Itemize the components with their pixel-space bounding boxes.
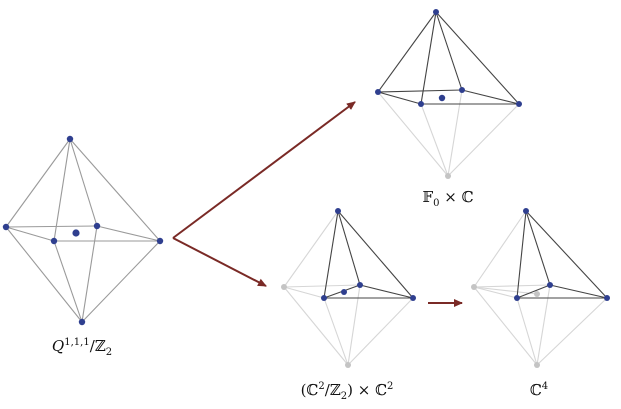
c4-dark-edges — [516, 210, 608, 299]
label-c4: ℂ4 — [529, 381, 549, 399]
c2z2-vertex — [410, 295, 416, 301]
octahedron-interior-point — [72, 229, 80, 237]
octahedron-vertices — [2, 135, 164, 326]
label-octahedron: Q1,1,1/ℤ2 — [51, 337, 113, 358]
c2z2-removed-vertex — [281, 284, 287, 290]
f0c-interior-point — [438, 94, 446, 102]
c4-removed-vertex — [471, 284, 477, 290]
f0c-light-edges — [377, 89, 520, 177]
c2z2-vertices — [281, 208, 416, 368]
c2z2-light-edges — [283, 210, 414, 366]
octahedron-vertex — [66, 135, 74, 143]
c4-vertex — [523, 208, 529, 214]
c2z2-vertex — [335, 208, 341, 214]
octahedron-vertex — [2, 223, 10, 231]
arrow-to-c2z2 — [172, 237, 267, 287]
octahedron-vertex — [93, 222, 101, 230]
f0c-removed-vertex — [445, 173, 451, 179]
c4-light-edges — [473, 210, 608, 366]
octahedron-polytope — [5, 138, 161, 323]
c4-vertex — [604, 295, 610, 301]
octahedron-vertex — [78, 318, 86, 326]
label-f0-times-c: 𝔽0 × ℂ — [422, 188, 474, 209]
c4-vertex — [547, 282, 553, 288]
c4-vertex — [514, 295, 520, 301]
label-c2z2-times-c2: (ℂ2/ℤ2) × ℂ2 — [300, 381, 394, 402]
c2z2-removed-vertex — [345, 362, 351, 368]
c2z2-interior-point — [341, 289, 347, 295]
f0c-vertex — [516, 101, 522, 107]
f0c-vertex — [418, 101, 424, 107]
f0c-vertex — [375, 89, 381, 95]
f0c-dark-edges — [377, 11, 520, 105]
c2z2-dark-edges — [323, 210, 414, 299]
f0c-vertex — [433, 9, 439, 15]
c2z2-vertex — [321, 295, 327, 301]
f0c-vertices — [375, 9, 522, 179]
c4-vertices — [471, 208, 610, 368]
octahedron-vertex — [50, 237, 58, 245]
c4-removed-vertex — [534, 291, 540, 297]
octahedron-vertex — [156, 237, 164, 245]
c2z2-vertex — [357, 282, 363, 288]
arrow-to-f0c — [172, 101, 356, 239]
c4-removed-vertex — [534, 362, 540, 368]
f0c-vertex — [459, 87, 465, 93]
flow-arrows — [172, 101, 463, 307]
